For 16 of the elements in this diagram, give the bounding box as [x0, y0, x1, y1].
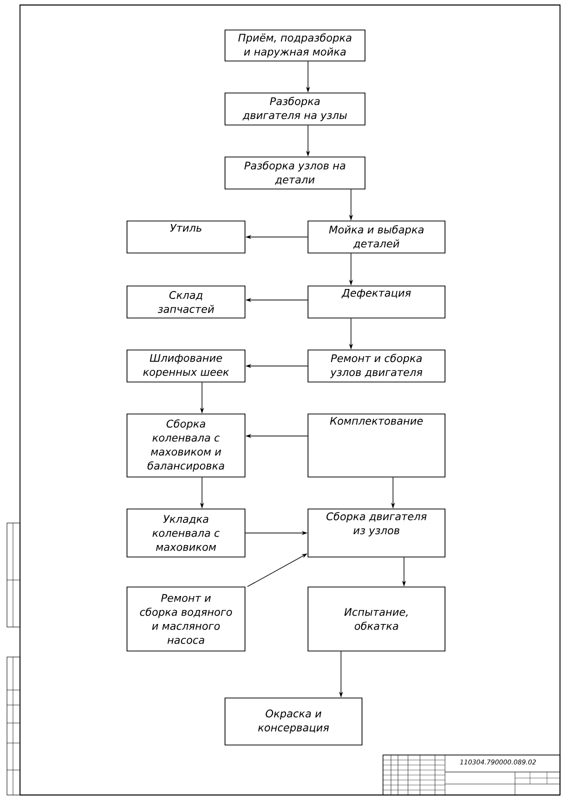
process-box: Дефектация — [308, 286, 446, 318]
process-box: Окраска и консервация — [224, 698, 362, 746]
process-box: Сборка двигателя из узлов — [308, 508, 446, 558]
process-box: Комплектование — [308, 414, 446, 478]
process-box: Приём, подразборка и наружная мойка — [224, 30, 366, 62]
process-box: Склад запчастей — [126, 286, 246, 318]
process-box: Мойка и выбарка деталей — [308, 220, 446, 254]
process-box: Сборка коленвала с маховиком и балансировка — [126, 414, 246, 478]
process-box: Укладка коленвала с маховиком — [126, 508, 246, 558]
process-box: Ремонт и сборка водяного и масляного насоса — [126, 586, 246, 652]
process-box: Утиль — [126, 220, 246, 254]
process-box: Испытание, обкатка — [308, 586, 446, 652]
process-box: Ремонт и сборка узлов двигателя — [308, 350, 446, 382]
process-box: Разборка узлов на детали — [224, 156, 366, 190]
process-box: Шлифование коренных шеек — [126, 350, 246, 382]
process-box: Разборка двигателя на узлы — [224, 92, 366, 126]
